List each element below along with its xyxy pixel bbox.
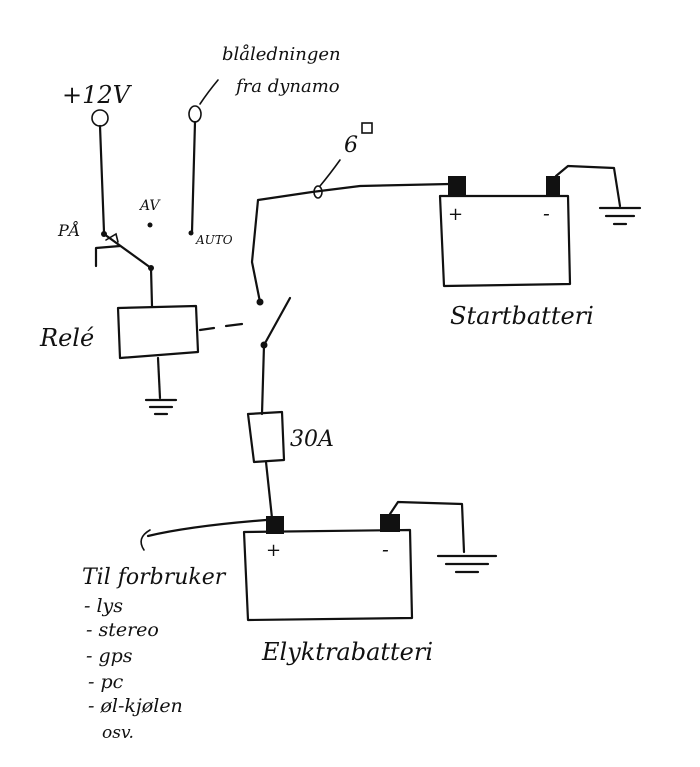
wire-12v-to-switch [98,124,106,234]
wire-gauge-marker [313,185,323,199]
blue-wire-label-1: blåledningen [222,43,341,65]
blue-wire-label-2: fra dynamo [234,76,340,97]
wire-relay-to-ground [156,356,162,400]
blue-wire-pointer [199,79,219,105]
start-battery-plus-terminal [448,176,466,196]
dynamo-terminal [188,105,202,123]
aux-battery-ground-icon [436,554,498,574]
switch-contact-auto [188,230,194,236]
aux-battery-minus-sign: - [382,537,389,561]
aux-battery-label: Elyktrabatteri [261,638,433,666]
consumer-wire-end [140,529,151,551]
plus-12v-label: +12V [62,81,133,109]
consumers-label: Til forbruker [82,565,227,590]
aux-battery-plus-sign: + [266,540,281,561]
wire-fuse-to-aux-plus [264,460,274,520]
load-item: - øl-kjølen [88,695,183,717]
wire-gauge-unit-icon [361,122,373,134]
wire-gauge-pointer [319,159,341,187]
switch-pa-label: PÅ [57,220,80,240]
start-battery-body [438,194,572,288]
wire-dynamo-to-auto [190,120,197,234]
aux-battery-minus-terminal [380,514,400,532]
wire-start-minus-to-ground [554,164,622,208]
wire-aux-minus-to-ground [388,500,466,554]
wire-relay-to-fuse [260,343,266,416]
wire-switch-to-relay [149,266,154,308]
switch-av-label: AV [138,198,161,214]
relay-coil [116,304,200,360]
aux-battery-plus-terminal [266,516,284,534]
relay-ground-icon [144,398,178,416]
fuse-30a [246,410,286,464]
relay-label: Relé [39,324,94,352]
load-item: osv. [102,723,134,743]
start-battery-minus-sign: - [543,201,550,225]
start-battery-plus-sign: + [448,204,463,225]
load-item: - lys [84,595,123,617]
start-battery-label: Startbatteri [450,302,594,330]
fuse-rating-label: 30A [290,427,334,452]
wire-relay-to-start-plus [250,182,452,304]
switch-auto-label: AUTO [195,233,233,247]
start-battery-ground-icon [598,206,642,226]
switch-lever-arrow [105,232,119,243]
aux-battery-body [242,528,414,622]
wire-aux-plus-to-consumers [146,518,268,538]
load-item: - gps [86,645,133,667]
start-battery-minus-terminal [546,176,560,196]
supply-terminal-12v [91,109,109,127]
wire-gauge-label: 6 [344,133,358,158]
relay-contact-blade [262,296,292,347]
switch-handle [94,244,122,268]
load-item: - stereo [86,619,159,641]
relay-linkage-dashed [198,322,244,332]
switch-lever [102,232,153,270]
switch-contact-av [147,222,153,228]
load-item: - pc [88,671,124,693]
